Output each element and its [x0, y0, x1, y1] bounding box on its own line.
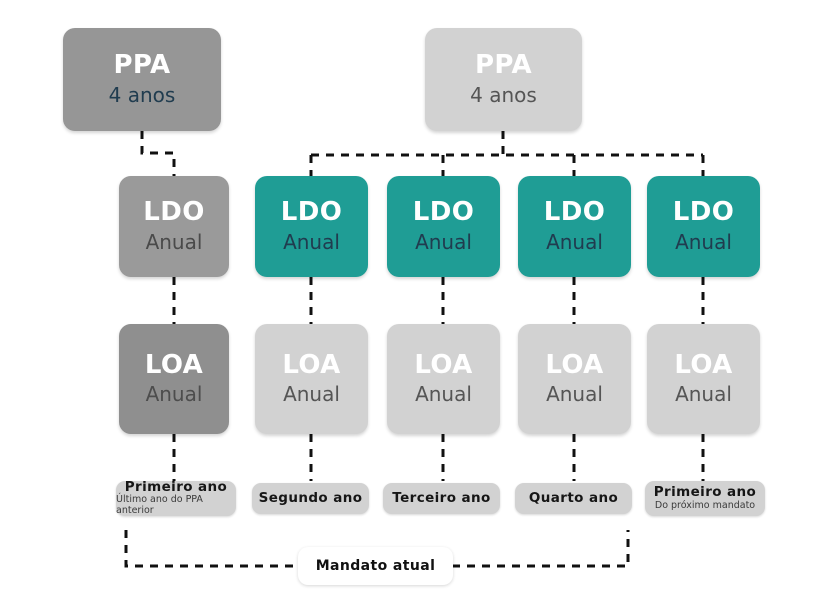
node-subtitle: Anual	[675, 382, 732, 407]
year-pill-title: Terceiro ano	[392, 490, 491, 507]
year-pill-3[interactable]: Terceiro ano	[383, 483, 500, 514]
year-pill-1[interactable]: Primeiro ano Último ano do PPA anterior	[116, 479, 236, 517]
year-pill-subtitle: Do próximo mandato	[654, 499, 756, 511]
year-pill-title: Segundo ano	[258, 490, 363, 507]
node-title: LOA	[414, 349, 473, 380]
year-pill-2[interactable]: Segundo ano	[252, 483, 369, 514]
mandate-label-text: Mandato atual	[315, 557, 436, 574]
node-subtitle: Anual	[283, 229, 340, 254]
node-title: LDO	[143, 197, 205, 228]
mandate-label[interactable]: Mandato atual	[298, 547, 453, 585]
year-pill-title: Primeiro ano	[653, 484, 757, 501]
edge-mandate-left	[124, 530, 298, 568]
node-title: LOA	[674, 349, 733, 380]
node-subtitle: Anual	[415, 229, 472, 254]
node-subtitle: 4 anos	[108, 82, 176, 107]
node-loa-4[interactable]: LOA Anual	[518, 324, 631, 434]
node-title: PPA	[474, 50, 533, 81]
node-ppa-atual[interactable]: PPA 4 anos	[425, 28, 582, 131]
node-title: LOA	[144, 349, 204, 380]
year-pill-title: Quarto ano	[528, 490, 619, 507]
year-pill-4[interactable]: Quarto ano	[515, 483, 632, 514]
node-title: LDO	[543, 197, 606, 228]
node-ppa-anterior[interactable]: PPA 4 anos	[63, 28, 221, 131]
node-subtitle: Anual	[145, 229, 203, 254]
year-pill-subtitle: Último ano do PPA anterior	[116, 494, 203, 517]
node-subtitle: Anual	[145, 382, 203, 407]
year-pill-5[interactable]: Primeiro ano Do próximo mandato	[645, 481, 765, 516]
edge-mandate-right	[452, 530, 630, 568]
node-title: PPA	[113, 50, 171, 81]
year-pill-title: Primeiro ano	[124, 479, 228, 495]
node-subtitle: Anual	[675, 229, 732, 254]
edge-ppa1-to-ldo1	[140, 131, 176, 176]
node-ldo-5[interactable]: LDO Anual	[647, 176, 760, 277]
node-title: LDO	[672, 197, 735, 228]
node-title: LOA	[282, 349, 341, 380]
node-loa-3[interactable]: LOA Anual	[387, 324, 500, 434]
node-loa-2[interactable]: LOA Anual	[255, 324, 368, 434]
node-ldo-3[interactable]: LDO Anual	[387, 176, 500, 277]
node-title: LDO	[412, 197, 475, 228]
node-subtitle: Anual	[415, 382, 472, 407]
node-ldo-2[interactable]: LDO Anual	[255, 176, 368, 277]
node-subtitle: Anual	[546, 229, 603, 254]
node-subtitle: Anual	[546, 382, 603, 407]
node-ldo-1[interactable]: LDO Anual	[119, 176, 229, 277]
node-ldo-4[interactable]: LDO Anual	[518, 176, 631, 277]
node-loa-5[interactable]: LOA Anual	[647, 324, 760, 434]
node-title: LDO	[280, 197, 343, 228]
node-loa-1[interactable]: LOA Anual	[119, 324, 229, 434]
node-subtitle: Anual	[283, 382, 340, 407]
node-subtitle: 4 anos	[470, 82, 537, 107]
node-title: LOA	[545, 349, 604, 380]
